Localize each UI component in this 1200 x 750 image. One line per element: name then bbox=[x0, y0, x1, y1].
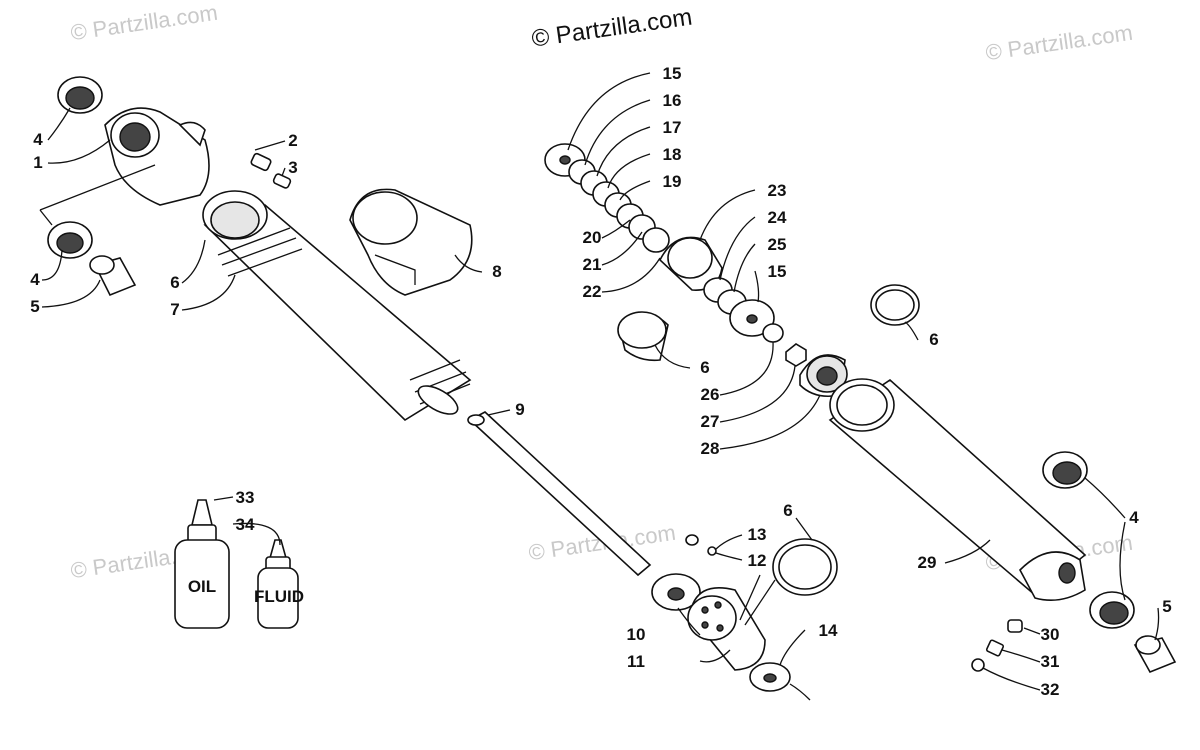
callout-23: 23 bbox=[768, 181, 787, 200]
shock-body-part bbox=[202, 190, 472, 422]
fluid-bottle-label: FLUID bbox=[254, 587, 304, 606]
callout-34: 34 bbox=[236, 515, 255, 534]
callout-33: 33 bbox=[236, 488, 255, 507]
callout-26: 26 bbox=[701, 385, 720, 404]
callout-4: 4 bbox=[1129, 508, 1139, 527]
bushing-part bbox=[1042, 451, 1135, 629]
callout-16: 16 bbox=[663, 91, 682, 110]
piston-part bbox=[687, 586, 766, 671]
sleeve-part bbox=[1133, 635, 1177, 674]
callout-5: 5 bbox=[1162, 597, 1171, 616]
valve-part bbox=[250, 152, 292, 189]
callout-4: 4 bbox=[30, 270, 40, 289]
sleeve-part bbox=[89, 255, 137, 297]
leader-lines bbox=[39, 72, 1160, 701]
callout-3: 3 bbox=[288, 158, 297, 177]
nut-part bbox=[762, 323, 848, 398]
bushing-part bbox=[57, 76, 103, 114]
callout-21: 21 bbox=[583, 255, 602, 274]
callout-9: 9 bbox=[515, 400, 524, 419]
callout-4: 4 bbox=[33, 130, 43, 149]
valve-part bbox=[971, 619, 1023, 672]
callout-8: 8 bbox=[492, 262, 501, 281]
callout-18: 18 bbox=[663, 145, 682, 164]
shaft-part bbox=[467, 411, 652, 577]
callout-5: 5 bbox=[30, 297, 39, 316]
callout-6: 6 bbox=[700, 358, 709, 377]
seal-ring-part bbox=[617, 311, 669, 362]
callout-13: 13 bbox=[748, 525, 767, 544]
callout-20: 20 bbox=[583, 228, 602, 247]
callout-22: 22 bbox=[583, 282, 602, 301]
fluid-bottle bbox=[257, 539, 299, 629]
callout-19: 19 bbox=[663, 172, 682, 191]
check-ball-part bbox=[685, 534, 717, 556]
callout-2: 2 bbox=[288, 131, 297, 150]
callout-7: 7 bbox=[170, 300, 179, 319]
callout-11: 11 bbox=[627, 652, 645, 671]
shock-body-part bbox=[828, 378, 1087, 601]
callout-27: 27 bbox=[701, 412, 720, 431]
washer-part bbox=[651, 573, 701, 611]
callout-17: 17 bbox=[663, 118, 682, 137]
callout-29: 29 bbox=[918, 553, 937, 572]
callout-15: 15 bbox=[663, 64, 682, 83]
seal-ring-part bbox=[870, 284, 920, 326]
callout-32: 32 bbox=[1041, 680, 1060, 699]
shim-stack-part bbox=[544, 143, 775, 337]
seal-ring-part bbox=[772, 538, 838, 596]
bushing-part bbox=[47, 221, 93, 259]
callout-6: 6 bbox=[783, 501, 792, 520]
callout-10: 10 bbox=[627, 625, 646, 644]
oil-bottle bbox=[174, 499, 230, 629]
callout-6: 6 bbox=[170, 273, 179, 292]
callout-14: 14 bbox=[819, 621, 838, 640]
callout-12: 12 bbox=[748, 551, 767, 570]
callout-15: 15 bbox=[768, 262, 787, 281]
callout-24: 24 bbox=[768, 208, 787, 227]
eyelet-cap-part bbox=[104, 107, 210, 206]
reservoir-cap-part bbox=[349, 188, 473, 296]
callout-31: 31 bbox=[1041, 652, 1060, 671]
callout-28: 28 bbox=[701, 439, 720, 458]
callout-numbers: 1 2 3 4 4 5 6 7 8 9 10 11 12 13 14 15 16… bbox=[30, 64, 1171, 699]
callout-1: 1 bbox=[33, 153, 42, 172]
washer-part bbox=[749, 662, 791, 692]
callout-25: 25 bbox=[768, 235, 787, 254]
callout-30: 30 bbox=[1041, 625, 1060, 644]
callout-6: 6 bbox=[929, 330, 938, 349]
oil-bottle-label: OIL bbox=[188, 577, 216, 596]
